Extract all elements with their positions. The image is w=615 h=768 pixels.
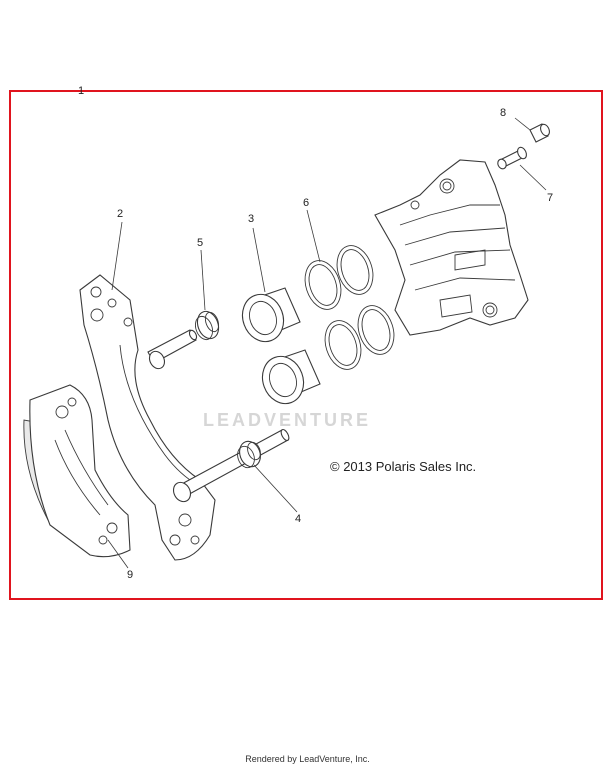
boot-part-4 (237, 440, 261, 469)
leader-lines (107, 117, 547, 569)
callout-7: 7 (547, 192, 554, 204)
diagram-frame (9, 90, 603, 600)
copyright-notice: © 2013 Polaris Sales Inc. (330, 459, 477, 474)
slide-pin-upper (147, 329, 198, 370)
boot-part-5 (194, 310, 220, 341)
callout-8: 8 (500, 107, 507, 119)
callout-1: 1 (78, 85, 85, 97)
callout-4: 4 (295, 513, 302, 525)
bleeder-cap (529, 123, 550, 143)
callout-6: 6 (303, 197, 310, 209)
watermark-text: LEADVENTURE (203, 410, 372, 430)
slide-pin-lower (172, 428, 290, 503)
caliper-body (374, 159, 529, 336)
bleeder-screw (497, 146, 527, 170)
footer-credit: Rendered by LeadVenture, Inc. (245, 754, 370, 764)
callout-9: 9 (127, 569, 134, 581)
seal-rings (304, 245, 395, 370)
callout-2: 2 (117, 208, 124, 220)
piston-upper (241, 287, 301, 343)
callout-3: 3 (248, 213, 255, 225)
piston-lower (261, 349, 321, 405)
brake-pad-part (23, 384, 131, 558)
callout-5: 5 (197, 237, 204, 249)
